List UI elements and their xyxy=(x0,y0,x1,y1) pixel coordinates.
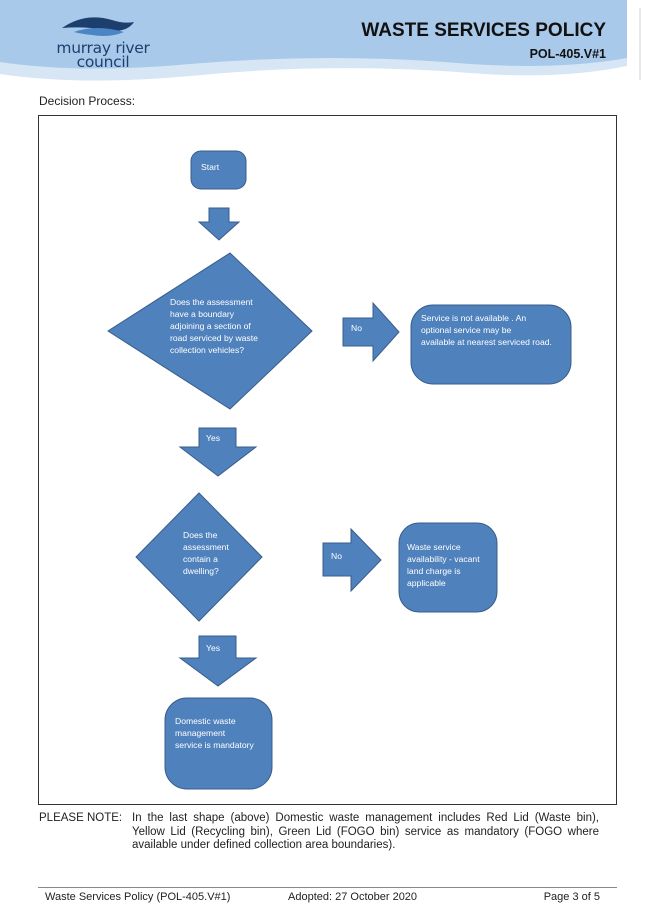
outcome2-text: Waste service availability - vacant land… xyxy=(407,542,482,588)
note-body: In the last shape (above) Domestic waste… xyxy=(132,812,599,851)
no-label-1: No xyxy=(351,323,362,333)
start-node xyxy=(190,150,247,190)
no-arrow-2 xyxy=(322,527,382,593)
council-logo-text: murray river council xyxy=(44,39,162,71)
final-domestic-waste-mandatory xyxy=(164,697,273,790)
outcome-vacant-land-charge xyxy=(398,522,498,613)
footer-divider xyxy=(38,887,617,888)
outcome-not-available xyxy=(410,304,572,385)
header-wave-graphic xyxy=(0,0,641,81)
decision-flowchart: Start Does the assessment have a boundar… xyxy=(38,115,617,805)
decision2-text: Does the assessment contain a dwelling? xyxy=(183,530,231,576)
final-text: Domestic waste management service is man… xyxy=(175,716,255,750)
logo-line-2: council xyxy=(76,53,130,71)
start-label: Start xyxy=(201,162,220,172)
document-title: WASTE SERVICES POLICY xyxy=(361,20,606,41)
note-label: PLEASE NOTE: xyxy=(39,812,123,824)
no-label-2: No xyxy=(331,551,342,561)
footer-page-number: Page 3 of 5 xyxy=(543,891,600,903)
logo-line-1: murray river xyxy=(56,39,150,57)
yes-arrow-1 xyxy=(178,427,258,477)
decision1-text: Does the assessment have a boundary adjo… xyxy=(170,297,260,355)
yes-label-2: Yes xyxy=(206,643,220,653)
council-logo-icon xyxy=(62,17,134,36)
yes-arrow-2 xyxy=(178,635,258,687)
decision-boundary-road xyxy=(107,252,313,410)
footer-adopted-date: Adopted: 27 October 2020 xyxy=(288,891,418,903)
down-arrow-1 xyxy=(197,207,241,241)
flowchart-canvas: Start Does the assessment have a boundar… xyxy=(107,150,572,790)
footer-document-name: Waste Services Policy (POL-405.V#1) xyxy=(45,891,231,903)
no-arrow-1 xyxy=(342,301,400,363)
section-label: Decision Process: xyxy=(39,94,136,108)
header-banner: murray river council WASTE SERVICES POLI… xyxy=(0,0,645,86)
outcome1-text: Service is not available . An optional s… xyxy=(421,313,552,347)
document-code: POL-405.V#1 xyxy=(529,47,606,61)
yes-label-1: Yes xyxy=(206,433,220,443)
decision-dwelling xyxy=(135,492,263,622)
